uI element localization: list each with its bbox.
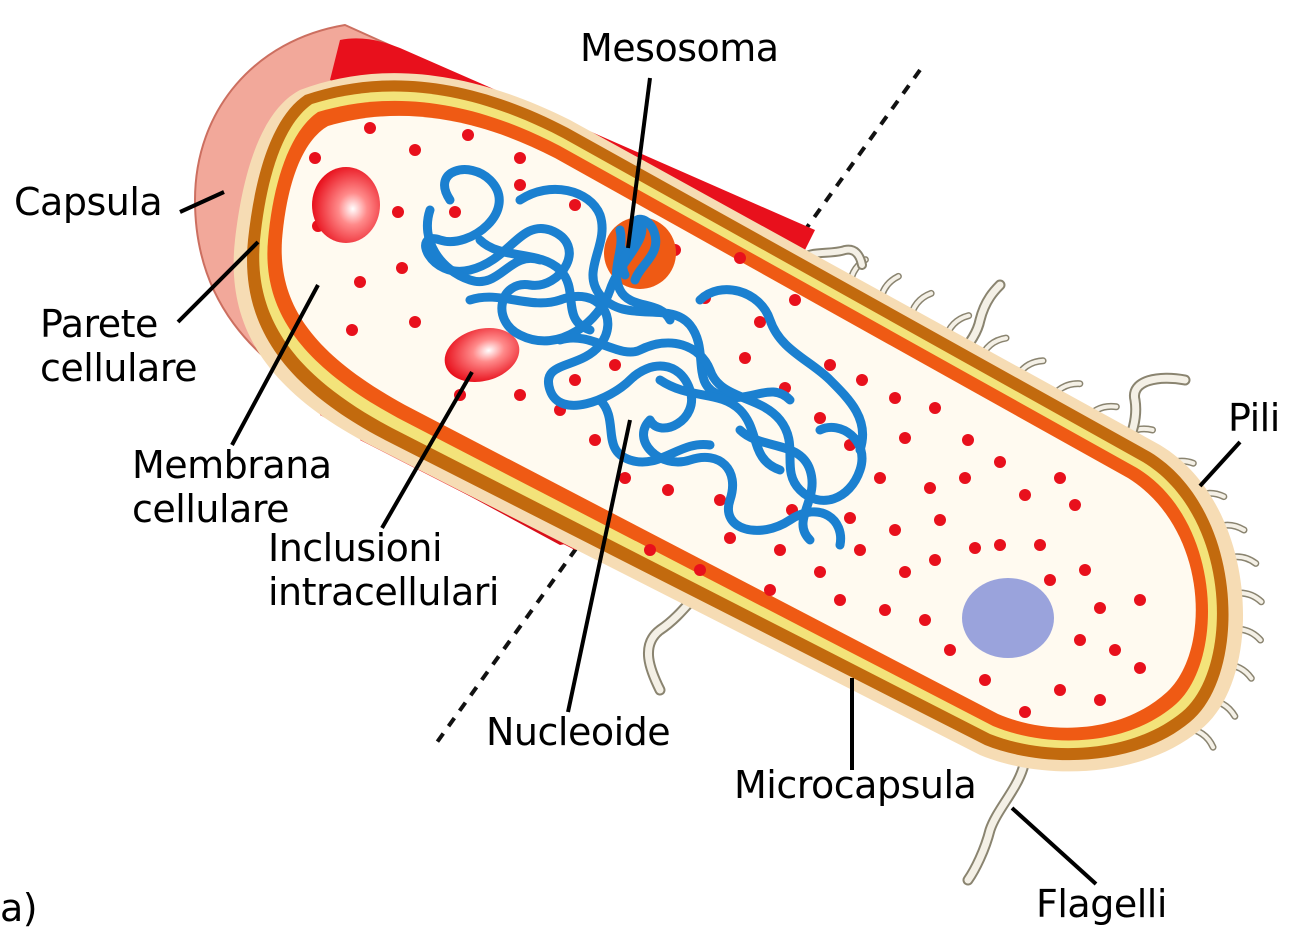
ribosome-dot — [1109, 644, 1121, 656]
ribosome-dot — [409, 316, 421, 328]
ribosome-dot — [889, 392, 901, 404]
ribosome-dot — [899, 566, 911, 578]
ribosome-dot — [994, 456, 1006, 468]
ribosome-dot — [814, 566, 826, 578]
ribosome-dot — [919, 614, 931, 626]
ribosome-dot — [879, 604, 891, 616]
ribosome-dot — [994, 539, 1006, 551]
ribosome-dot — [724, 532, 736, 544]
label-inclusioni-line1: Inclusioni — [268, 526, 499, 570]
ribosome-dot — [514, 179, 526, 191]
ribosome-dot — [1034, 539, 1046, 551]
label-capsula: Capsula — [14, 180, 162, 224]
ribosome-dot — [854, 544, 866, 556]
ribosome-dot — [714, 494, 726, 506]
ribosome-dot — [979, 674, 991, 686]
ribosome-dot — [396, 262, 408, 274]
label-membrana-cellulare: Membrana cellulare — [132, 443, 332, 531]
ribosome-dot — [774, 544, 786, 556]
ribosome-dot — [944, 644, 956, 656]
ribosome-dot — [309, 152, 321, 164]
ribosome-dot — [764, 584, 776, 596]
ribosome-dot — [1054, 684, 1066, 696]
ribosome-dot — [346, 324, 358, 336]
ribosome-dot — [754, 316, 766, 328]
label-inclusioni-line2: intracellulari — [268, 570, 499, 614]
ribosome-dot — [1134, 662, 1146, 674]
label-parete-line1: Parete — [40, 302, 197, 346]
label-inclusioni-intracellulari: Inclusioni intracellulari — [268, 526, 499, 614]
ribosome-dot — [644, 544, 656, 556]
label-nucleoide: Nucleoide — [486, 710, 670, 754]
ribosome-dot — [392, 206, 404, 218]
ribosome-dot — [889, 524, 901, 536]
ribosome-dot — [619, 472, 631, 484]
leader-pili — [1200, 442, 1240, 486]
label-membrana-line1: Membrana — [132, 443, 332, 487]
ribosome-dot — [844, 512, 856, 524]
ribosome-dot — [1074, 634, 1086, 646]
ribosome-dot — [899, 432, 911, 444]
ribosome-dot — [364, 122, 376, 134]
ribosome-dot — [569, 374, 581, 386]
label-pili: Pili — [1228, 396, 1280, 440]
ribosome-dot — [734, 252, 746, 264]
ribosome-dot — [969, 542, 981, 554]
label-parete-line2: cellulare — [40, 346, 197, 390]
ribosome-dot — [1044, 574, 1056, 586]
label-membrana-line2: cellulare — [132, 487, 332, 531]
ribosome-dot — [1094, 602, 1106, 614]
ribosome-dot — [694, 564, 706, 576]
ribosome-dot — [962, 434, 974, 446]
label-mesosoma: Mesosoma — [580, 26, 779, 70]
ribosome-dot — [1019, 489, 1031, 501]
ribosome-dot — [929, 554, 941, 566]
ribosome-dot — [1069, 499, 1081, 511]
ribosome-dot — [789, 294, 801, 306]
ribosome-dot — [1134, 594, 1146, 606]
ribosome-dot — [1019, 706, 1031, 718]
label-panel: a) — [0, 886, 37, 930]
ribosome-dot — [409, 144, 421, 156]
label-parete-cellulare: Parete cellulare — [40, 302, 197, 390]
ribosome-dot — [609, 359, 621, 371]
ribosome-dot — [514, 152, 526, 164]
ribosome-dot — [924, 482, 936, 494]
ribosome-dot — [354, 276, 366, 288]
label-flagelli: Flagelli — [1036, 882, 1167, 926]
ribosome-dot — [814, 412, 826, 424]
inclusion-large — [312, 167, 380, 243]
ribosome-dot — [934, 514, 946, 526]
ribosome-dot — [959, 472, 971, 484]
plasmid — [962, 578, 1054, 658]
ribosome-dot — [662, 484, 674, 496]
leader-flagelli — [1012, 808, 1096, 884]
ribosome-dot — [929, 402, 941, 414]
ribosome-dot — [739, 352, 751, 364]
ribosome-dot — [1094, 694, 1106, 706]
ribosome-dot — [569, 199, 581, 211]
ribosome-dot — [856, 374, 868, 386]
label-microcapsula: Microcapsula — [734, 763, 976, 807]
ribosome-dot — [1079, 564, 1091, 576]
ribosome-dot — [589, 434, 601, 446]
ribosome-dot — [1054, 472, 1066, 484]
ribosome-dot — [449, 206, 461, 218]
ribosome-dot — [874, 472, 886, 484]
ribosome-dot — [834, 594, 846, 606]
ribosome-dot — [824, 359, 836, 371]
ribosome-dot — [514, 389, 526, 401]
ribosome-dot — [462, 129, 474, 141]
